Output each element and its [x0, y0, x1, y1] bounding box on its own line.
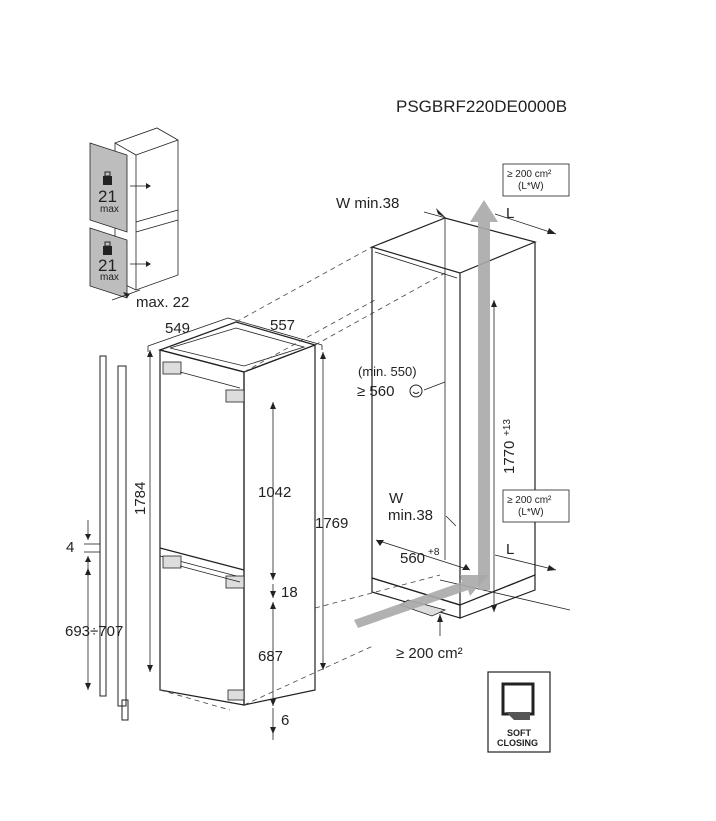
rail-offset: 4 [66, 539, 74, 556]
upper-panel-weight: 21 [98, 187, 117, 206]
vertical-airflow-arrow [470, 200, 498, 590]
soft-closing-badge: SOFT CLOSING [487, 671, 551, 753]
appliance-body-height: 1769 [315, 515, 348, 532]
appliance-total-height-dimension: 1784 [132, 350, 153, 672]
appliance-width: 557 [270, 317, 295, 334]
soft-closing-line2: CLOSING [497, 738, 538, 748]
niche-width-tolerance: +8 [428, 547, 440, 558]
bottom-depth-label: L [506, 541, 514, 558]
appliance-depth: 549 [165, 320, 190, 337]
bottom-vent-box: ≥ 200 cm² (L*W) [502, 489, 570, 523]
rail-profile: 4 693÷707 [65, 355, 129, 721]
upper-panel-weight-unit: max [100, 204, 119, 215]
lower-panel-weight: 21 [98, 256, 117, 275]
niche-height-tolerance: +13 [502, 419, 513, 436]
top-gap-label: W min.38 [336, 195, 399, 212]
weight-icon [103, 241, 112, 255]
bottom-gap-label-w: W [389, 490, 404, 507]
floor-vent-area: ≥ 200 cm² [396, 645, 463, 662]
lower-door-height: 687 [258, 648, 283, 665]
bottom-gap-label-min: min.38 [388, 507, 433, 524]
lower-panel-weight-unit: max [100, 272, 119, 283]
door-gap: 18 [281, 584, 298, 601]
niche-min-depth: (min. 550) [358, 364, 417, 379]
top-vent-area: ≥ 200 cm² [507, 169, 552, 180]
floor-vent-dimension: ≥ 200 cm² [396, 614, 463, 662]
door-height-dimensions: 1042 18 687 6 [258, 402, 298, 740]
top-depth-dimension: L [494, 205, 557, 235]
top-vent-box: ≥ 200 cm² (L*W) [502, 163, 570, 197]
appliance-top-dimensions: 549 557 [147, 317, 323, 352]
weight-icon [103, 171, 112, 185]
soft-closing-line1: SOFT [507, 728, 532, 738]
model-code: PSGBRF220DE0000B [396, 97, 567, 116]
door-panel-illustration: 21 max 21 max max. 22 [89, 127, 189, 311]
top-depth-label: L [506, 205, 514, 222]
smiley-icon [409, 384, 423, 398]
niche-height: 1770 [501, 441, 518, 474]
top-gap-dimension: W min.38 [336, 195, 447, 219]
bottom-vent-formula: (L*W) [518, 507, 544, 518]
bottom-offset: 6 [281, 712, 289, 729]
airflow-arrows [354, 200, 498, 628]
niche-recommended-depth: ≥ 560 [357, 383, 394, 400]
appliance-total-height: 1784 [132, 482, 149, 515]
top-vent-formula: (L*W) [518, 181, 544, 192]
appliance-body-height-dimension: 1769 [315, 352, 348, 670]
niche-width-dimension: 560 +8 [375, 539, 471, 571]
upper-door-panel [89, 142, 128, 233]
niche-depth-dimension: (min. 550) ≥ 560 [357, 364, 446, 400]
panel-thickness-label: max. 22 [136, 294, 189, 311]
niche-height-dimension: 1770 +13 [491, 300, 518, 612]
bottom-vent-area: ≥ 200 cm² [507, 495, 552, 506]
bottom-depth-dimension: L [494, 541, 557, 571]
niche-width: 560 [400, 550, 425, 567]
bottom-gap-dimension: W min.38 [388, 490, 457, 527]
projection-lines [159, 246, 446, 711]
floor-airflow-arrow [354, 575, 488, 628]
upper-door-height: 1042 [258, 484, 291, 501]
rail-range: 693÷707 [65, 623, 123, 640]
appliance-illustration [158, 321, 317, 706]
